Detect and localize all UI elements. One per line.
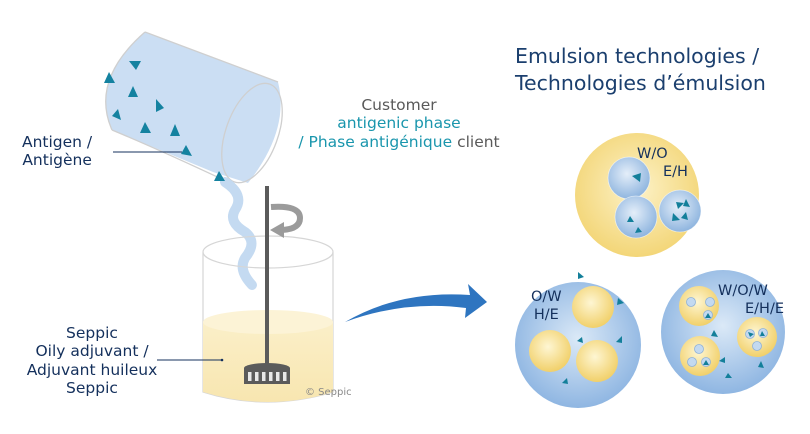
customer-phase-label: Customer antigenic phase / Phase antigén… (296, 96, 502, 151)
antigen-label-en: Antigen / (22, 133, 93, 151)
customer-label-line3-fr: / Phase antigénique (298, 132, 453, 151)
antigen-label-fr: Antigène (22, 151, 92, 170)
mixing-vessel (157, 186, 334, 403)
pouring-beaker (104, 31, 283, 290)
adjuvant-label-line4: Seppic (66, 378, 118, 397)
customer-label-line2: antigenic phase (337, 114, 461, 133)
w-o-label-fr: E/H (663, 164, 688, 181)
emulsion-o-w (515, 272, 641, 408)
emulsion-w-o-w (661, 270, 785, 394)
rotation-arrow-icon (270, 203, 304, 233)
title-line-en: Emulsion technologies / (515, 44, 760, 68)
adjuvant-label-line2: Oily adjuvant / (35, 342, 149, 361)
adjuvant-label-line1: Seppic (66, 324, 118, 342)
pouring-stream (220, 177, 257, 290)
title-line-fr: Technologies d’émulsion (515, 70, 766, 95)
antigen-label: Antigen / Antigène (22, 133, 92, 170)
beaker-rim (221, 82, 283, 184)
stirrer-shaft (265, 186, 269, 368)
w-o-label-en: W/O (637, 146, 668, 162)
w-o-w-label: W/O/W E/H/E (718, 282, 784, 318)
copyright-notice: © Seppic (305, 387, 352, 398)
emulsion-w-o (575, 133, 702, 257)
customer-label-line1: Customer (361, 96, 437, 114)
diagram-title: Emulsion technologies / Technologies d’é… (515, 43, 766, 96)
stirrer-head (244, 363, 290, 384)
process-arrow-icon (345, 284, 487, 322)
antigen-liquid (105, 32, 281, 183)
antigen-markers (104, 61, 225, 181)
adjuvant-label-line3: Adjuvant huileux (26, 360, 158, 379)
o-w-label-fr: H/E (533, 307, 559, 324)
customer-label-line3-client: client (452, 132, 500, 151)
w-o-w-label-en: W/O/W (718, 283, 768, 299)
o-w-label-en: O/W (531, 289, 562, 305)
o-w-label: O/W H/E (531, 288, 562, 324)
w-o-label: W/O E/H (637, 145, 688, 181)
w-o-w-label-fr: E/H/E (745, 301, 784, 318)
adjuvant-label: Seppic Oily adjuvant / Adjuvant huileux … (17, 324, 167, 397)
